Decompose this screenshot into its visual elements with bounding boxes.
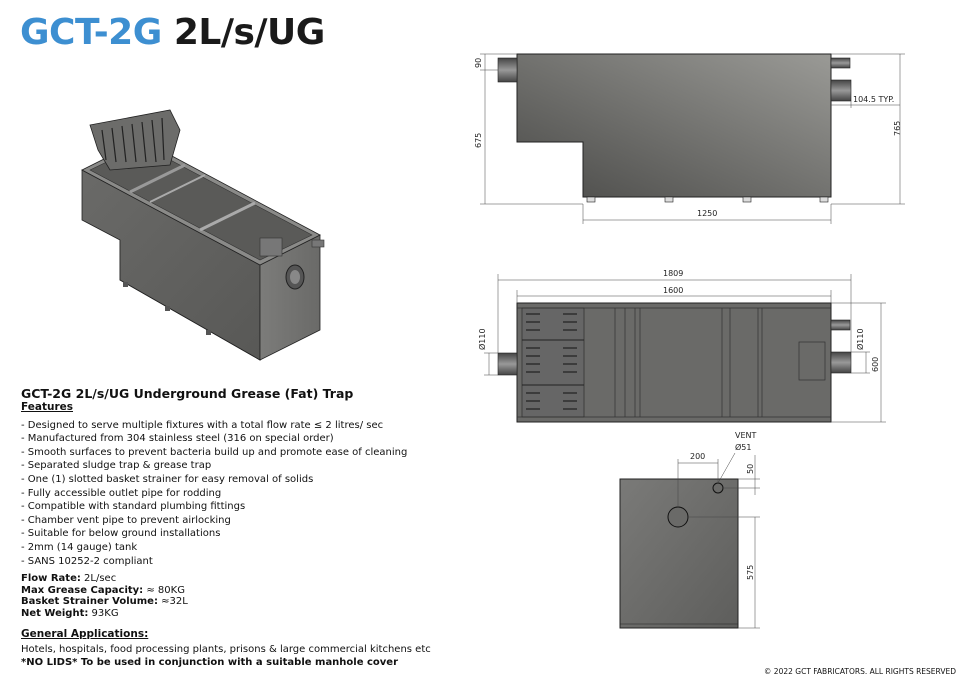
spec-net-weight: Net Weight: 93KG — [21, 607, 119, 619]
title-model: 2L/s/UG — [173, 12, 326, 53]
product-heading: GCT-2G 2L/s/UG Underground Grease (Fat) … — [21, 386, 354, 401]
feature-item: - 2mm (14 gauge) tank — [21, 541, 138, 553]
vent-pipe — [830, 319, 851, 331]
feature-item: - Separated sludge trap & grease trap — [21, 460, 212, 472]
dim-top-offset: 90 — [474, 58, 483, 68]
dim-inlet-height: 675 — [474, 133, 483, 148]
vent-pipe — [830, 57, 851, 69]
dim-width: 600 — [871, 357, 880, 372]
feature-item: - SANS 10252-2 compliant — [21, 555, 153, 567]
basket-strainer — [89, 109, 181, 171]
spec-flow-rate: Flow Rate: 2L/sec — [21, 573, 117, 585]
feature-item: - Manufactured from 304 stainless steel … — [21, 433, 334, 445]
dim-overall-height: 765 — [893, 121, 902, 136]
applications-heading: General Applications: — [21, 628, 149, 641]
plan-view-drawing: 1809 1600 Ø110 Ø110 600 — [477, 269, 886, 423]
feature-item: - Compatible with standard plumbing fitt… — [21, 501, 246, 513]
dim-outlet-dia: Ø110 — [855, 328, 865, 350]
title-code: GCT-2G — [20, 12, 162, 53]
dim-base-length: 1250 — [697, 209, 717, 218]
dim-vent-offset-x: 200 — [690, 452, 705, 461]
specifications: Flow Rate: 2L/sec Max Grease Capacity: ≈… — [21, 573, 441, 619]
dim-pipe-length: 104.5 TYP. — [853, 95, 894, 104]
dim-overall-length: 1809 — [663, 269, 683, 278]
applications-text: Hotels, hospitals, food processing plant… — [21, 643, 431, 655]
isometric-render — [81, 109, 325, 361]
inlet-pipe — [497, 352, 518, 376]
copyright: © 2022 GCT FABRICATORS. ALL RIGHTS RESER… — [763, 667, 956, 676]
outlet-pipe — [830, 351, 852, 374]
vent-label: VENT — [735, 431, 757, 440]
feature-item: - One (1) slotted basket strainer for ea… — [21, 473, 314, 485]
tank-end — [619, 478, 739, 629]
page-title: GCT-2G 2L/s/UG — [20, 12, 325, 53]
inlet-pipe — [497, 57, 518, 83]
features-list: - Designed to serve multiple fixtures wi… — [21, 419, 441, 569]
feature-item: - Suitable for below ground installation… — [21, 528, 221, 540]
feature-item: - Fully accessible outlet pipe for roddi… — [21, 487, 222, 499]
feature-item: - Designed to serve multiple fixtures wi… — [21, 419, 384, 431]
no-lids-notice: *NO LIDS* To be used in conjunction with… — [21, 657, 399, 669]
outlet-opening — [667, 506, 689, 528]
vent-opening — [712, 482, 724, 494]
features-heading: Features — [21, 401, 73, 413]
spec-basket-volume: Basket Strainer Volume: ≈32L — [21, 596, 188, 608]
product-description: GCT-2G 2L/s/UG Underground Grease (Fat) … — [21, 386, 441, 670]
end-view-drawing: VENT Ø51 200 50 575 — [619, 431, 760, 629]
outlet-pipe — [830, 79, 852, 102]
dim-vent-dia: Ø51 — [735, 442, 751, 452]
tank-side — [516, 53, 832, 198]
dim-inlet-dia: Ø110 — [477, 328, 487, 350]
spec-grease-capacity: Max Grease Capacity: ≈ 80KG — [21, 584, 185, 596]
feature-item: - Smooth surfaces to prevent bacteria bu… — [21, 446, 408, 458]
dim-vent-offset-y: 50 — [746, 464, 755, 474]
feature-item: - Chamber vent pipe to prevent airlockin… — [21, 514, 231, 526]
side-elevation-drawing: 90 675 765 104.5 TYP. 1250 — [474, 53, 905, 224]
dim-tank-length: 1600 — [663, 286, 683, 295]
dim-pipe-height: 575 — [746, 565, 755, 580]
